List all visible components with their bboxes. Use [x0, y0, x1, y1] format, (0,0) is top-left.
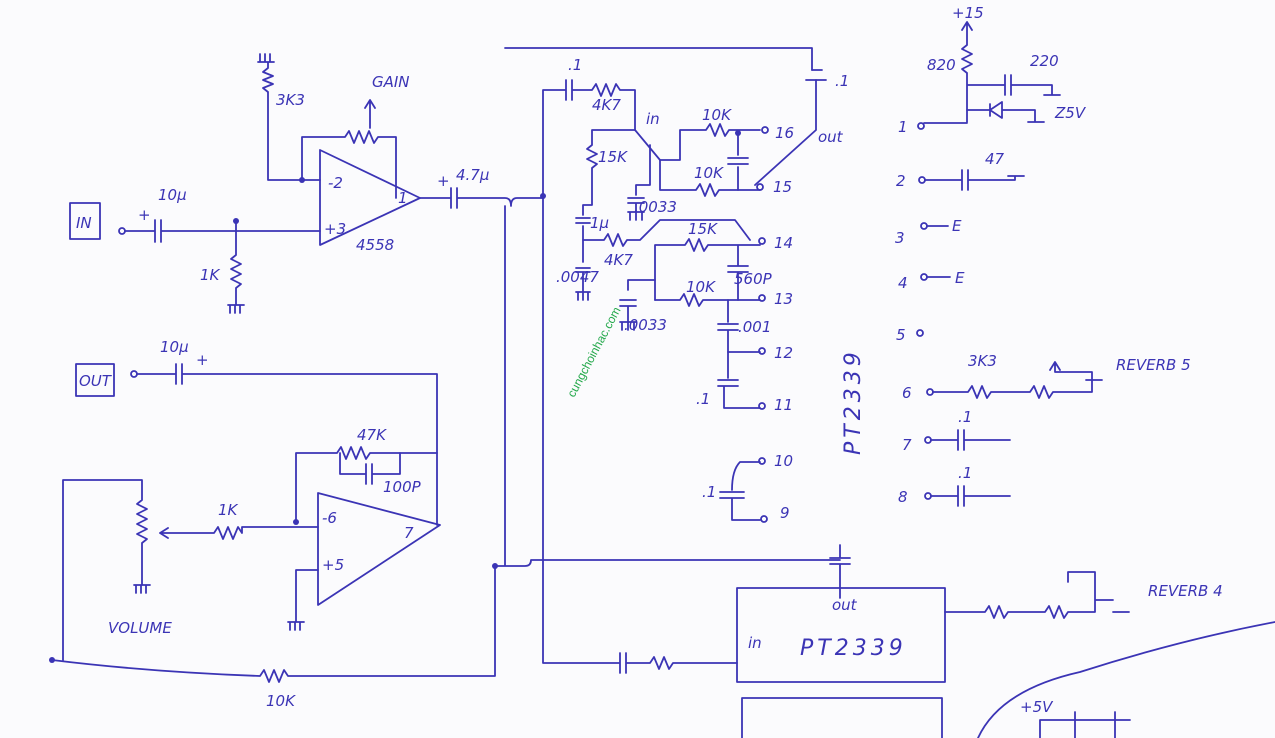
r4k7-b-label: 4K7: [604, 251, 633, 269]
out-cap-polarity: +: [196, 351, 209, 369]
c8-label: .1: [958, 464, 972, 482]
cap-out-label: 4.7µ: [456, 166, 489, 184]
cap-in-label: 10µ: [158, 186, 187, 204]
r10k-c-label: 10K: [686, 278, 716, 296]
r10k-b-label: 10K: [694, 164, 724, 182]
pin-out: 1: [398, 189, 408, 207]
pin-11-label: 11: [774, 396, 793, 414]
pin-7-label: 7: [902, 436, 912, 454]
watermark: cungchoinhac.com: [564, 304, 623, 399]
second-pt2339: PT2339 out in REVERB 4 +5V: [542, 195, 1275, 738]
r15k-a-label: 15K: [598, 148, 628, 166]
out-box: [75, 363, 115, 397]
r1k-label: 1K: [218, 501, 239, 519]
pin-16-label: 16: [775, 124, 794, 142]
r10k-a-label: 10K: [702, 106, 732, 124]
c1-a-label: .1: [696, 390, 710, 408]
pin-13-label: 13: [774, 290, 793, 308]
pin-6-label: 6: [902, 384, 912, 402]
pin-4-e-label: E: [955, 269, 965, 287]
pin-9-label: 9: [780, 504, 790, 522]
supply-5v-label: +5V: [1020, 698, 1054, 716]
r15k-b-label: 15K: [688, 220, 718, 238]
out-label: OUT: [79, 372, 113, 390]
c0033-a-label: .0033: [634, 198, 677, 216]
pin-13: [758, 294, 766, 302]
out-pin-inv: -6: [322, 509, 337, 527]
cap-out-polarity: +: [437, 172, 450, 190]
r-feedback-label: 3K3: [276, 91, 305, 109]
pin-5-label: 5: [896, 326, 906, 344]
c-in-label: .1: [568, 56, 582, 74]
r820-label: 820: [927, 56, 956, 74]
c1u-label: 1µ: [590, 214, 609, 232]
pin-16: [761, 126, 769, 134]
c47-label: 47: [985, 150, 1005, 168]
second-chip-box: [736, 587, 946, 683]
c-top-label: .1: [835, 72, 849, 90]
r3k3-label: 3K3: [968, 352, 997, 370]
input-stage: IN 10µ + 1K -2 +3 1 4558 3K3 GAIN 4.7µ +: [69, 53, 544, 314]
pin-11: [758, 402, 766, 410]
out-label-filter: out: [818, 128, 844, 146]
second-chip-in: in: [748, 634, 762, 652]
gain-label: GAIN: [372, 73, 410, 91]
reverb5-label: REVERB 5: [1116, 356, 1191, 374]
pt2339-pin-1-8: +15 820 220 Z5V 1 2 47 3 E 4 E 5 6 3K3 R…: [895, 4, 1191, 507]
c0033-b-label: .0033: [624, 316, 667, 334]
c560p-label: 560P: [734, 270, 773, 288]
cap-in-polarity: +: [138, 206, 151, 224]
c220-label: 220: [1030, 52, 1059, 70]
pin-inv: -2: [328, 174, 343, 192]
out-cap-label: 10µ: [160, 338, 189, 356]
pt2339-filter-network: .1 .1 4K7 in out 10K 10K 16 15 15K .0033…: [540, 56, 849, 523]
r4k7-label: 4K7: [592, 96, 621, 114]
c100p-label: 100P: [383, 478, 422, 496]
output-stage: OUT 10µ + -6 +5 7 47K 100P 1K VOLUME 10K: [49, 47, 841, 710]
c0047-label: .0047: [556, 268, 599, 286]
volume-label: VOLUME: [108, 619, 172, 637]
pin-3-e-label: E: [952, 217, 962, 235]
opamp-output: [317, 492, 441, 606]
r10k-label: 10K: [266, 692, 296, 710]
out-pin-noninv: +5: [322, 556, 344, 574]
pin-15-label: 15: [773, 178, 792, 196]
pin-noninv: +3: [324, 220, 346, 238]
opamp-4558: [319, 149, 421, 246]
pin-10-label: 10: [774, 452, 793, 470]
pin-15: [756, 183, 764, 191]
pin-8-label: 8: [898, 488, 908, 506]
pin-10: [758, 457, 766, 465]
pin-9: [760, 515, 768, 523]
out-pin-out: 7: [404, 524, 414, 542]
pin-4-label: 4: [898, 274, 908, 292]
pin-3-label: 3: [895, 229, 905, 247]
opamp-label: 4558: [356, 236, 394, 254]
second-chip-out: out: [832, 596, 858, 614]
chip-label: PT2339: [841, 348, 866, 455]
pin-1-label: 1: [898, 118, 908, 136]
in-box: [69, 202, 101, 240]
reverb4-label: REVERB 4: [1148, 582, 1223, 600]
pin-14: [758, 237, 766, 245]
r-ground-label: 1K: [200, 266, 221, 284]
pin-2-label: 2: [896, 172, 906, 190]
r47k-label: 47K: [357, 426, 387, 444]
c7-label: .1: [958, 408, 972, 426]
pin-14-label: 14: [774, 234, 793, 252]
in-label: IN: [76, 214, 92, 232]
third-chip-box: [741, 697, 943, 738]
pin-12-label: 12: [774, 344, 793, 362]
supply-label: +15: [952, 4, 984, 22]
in-label: in: [646, 110, 660, 128]
c1-b-label: .1: [702, 483, 716, 501]
pin-12: [758, 347, 766, 355]
zener-label: Z5V: [1054, 104, 1087, 122]
second-chip-label: PT2339: [800, 636, 907, 661]
c001-label: .001: [738, 318, 771, 336]
